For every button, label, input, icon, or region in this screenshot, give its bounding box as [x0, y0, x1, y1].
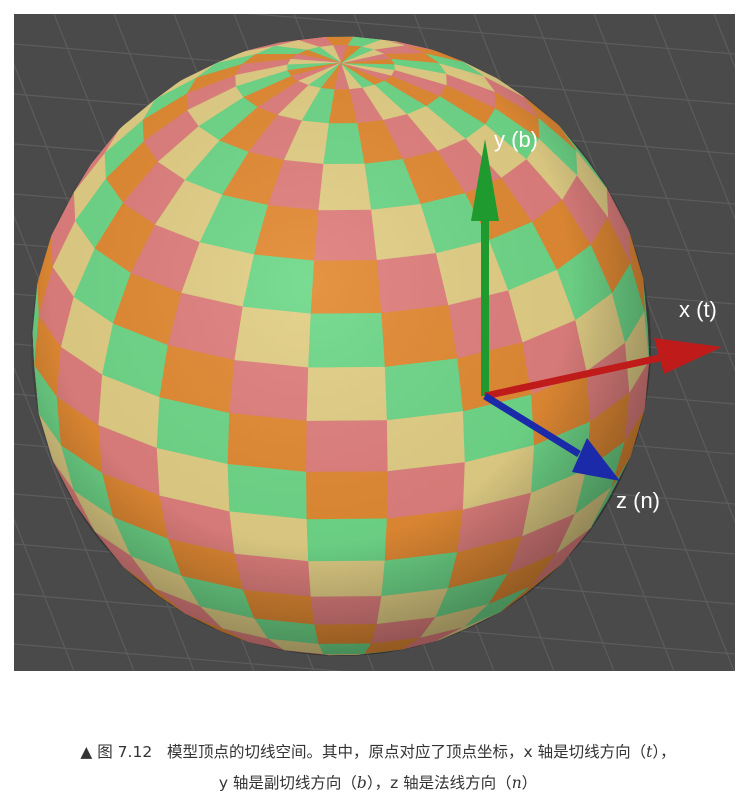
- y-axis-label: y (b): [494, 127, 538, 152]
- z-axis-label: z (n): [616, 488, 660, 513]
- tangent-space-figure: y (b) x (t) z (n): [14, 14, 735, 671]
- figure-caption: ▲ 图 7.12 模型顶点的切线空间。其中，原点对应了顶点坐标，x 轴是切线方向…: [0, 737, 756, 799]
- sphere-shading: [31, 36, 651, 656]
- caption-text-2-end: ）: [521, 774, 538, 792]
- caption-line-1: ▲ 图 7.12 模型顶点的切线空间。其中，原点对应了顶点坐标，x 轴是切线方向…: [0, 737, 756, 768]
- tangent-symbol: t: [646, 743, 653, 761]
- grid-line: [247, 14, 735, 55]
- caption-text-2: y 轴是副切线方向（: [218, 774, 357, 792]
- grid-line: [593, 14, 735, 372]
- caption-text-2-mid: ），z 轴是法线方向（: [366, 774, 512, 792]
- caption-line-2: y 轴是副切线方向（b），z 轴是法线方向（n）: [0, 768, 756, 799]
- bitangent-symbol: b: [356, 774, 367, 792]
- caption-text-1: 模型顶点的切线空间。其中，原点对应了顶点坐标，x 轴是切线方向（: [166, 743, 647, 761]
- sphere-illustration: y (b) x (t) z (n): [14, 14, 735, 671]
- grid-line: [14, 643, 346, 671]
- grid-line: [14, 517, 75, 671]
- grid-line: [653, 14, 735, 221]
- x-axis-label: x (t): [679, 297, 717, 322]
- caption-marker: ▲: [80, 743, 93, 761]
- caption-figure-number: 图 7.12: [97, 743, 153, 761]
- caption-text-1-end: ），: [652, 743, 676, 761]
- normal-symbol: n: [511, 774, 522, 792]
- y-axis-arrow: [471, 139, 499, 396]
- x-axis-arrow: [484, 338, 722, 400]
- z-axis-arrow: [483, 393, 620, 481]
- grid-line: [14, 366, 135, 671]
